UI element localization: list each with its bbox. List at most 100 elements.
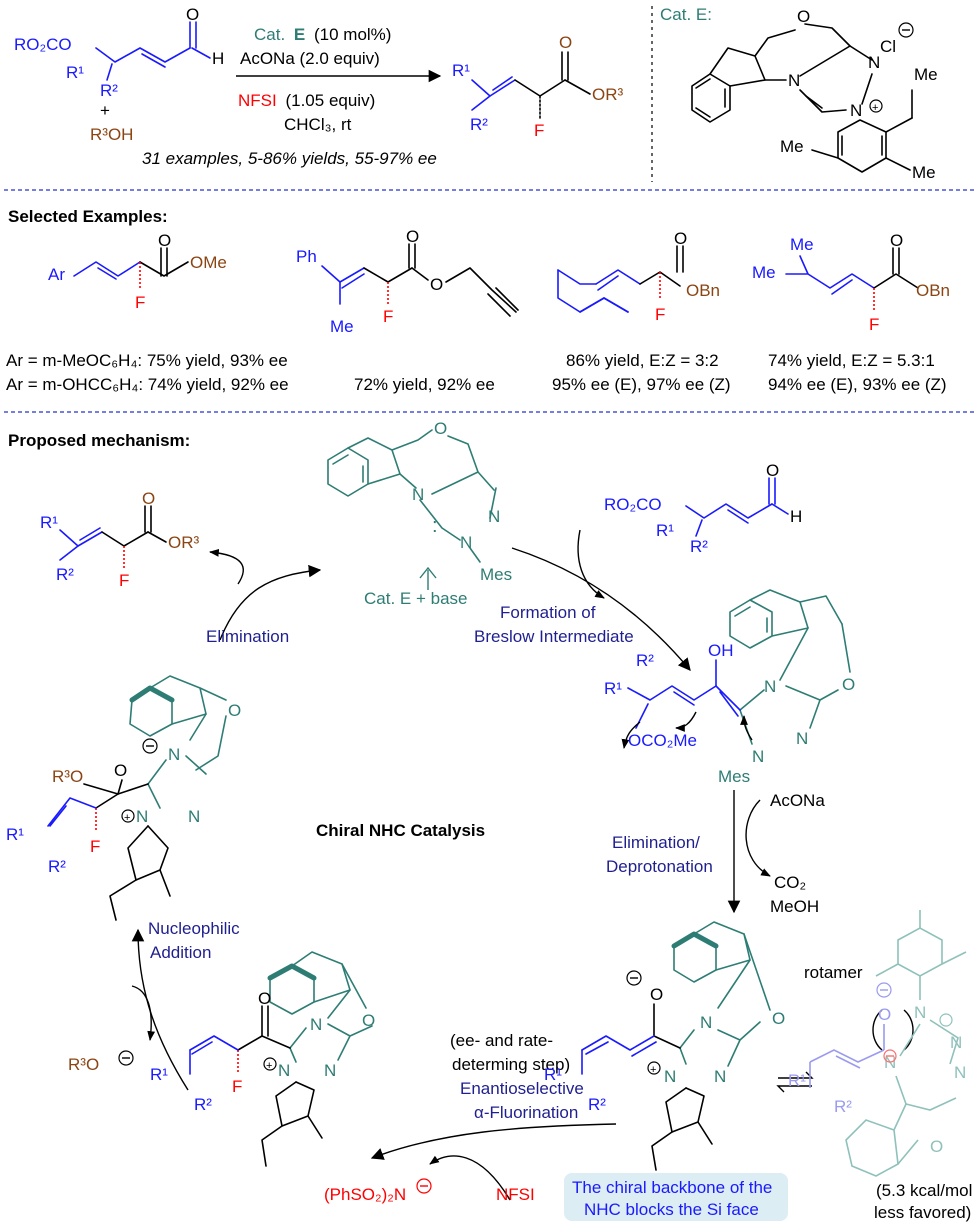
- cat-base-label: Cat. E + base: [364, 589, 467, 608]
- rot-r2: R²: [834, 1097, 852, 1116]
- ti-o-alkoxide: O: [114, 761, 127, 780]
- ti-n1: N: [168, 745, 180, 764]
- rot-r1: R¹: [788, 1071, 806, 1090]
- center-label: Chiral NHC Catalysis: [316, 821, 485, 840]
- ex1-line2: Ar = m-OHCC₆H₄: 74% yield, 92% ee: [6, 375, 289, 394]
- aa-n1: N: [310, 1015, 322, 1034]
- cat-n1: N: [788, 71, 800, 90]
- rot-o-ring: O: [930, 1137, 943, 1156]
- svg-text:+: +: [872, 102, 878, 114]
- top-product: R¹ R² F O OR³: [452, 33, 624, 140]
- prod-or3: OR³: [592, 85, 624, 104]
- prod-r2: R²: [470, 115, 488, 134]
- breslow-label-1: Formation of: [500, 603, 596, 622]
- starting-material: RO₂CO R¹ R² O H + R³OH: [14, 5, 224, 144]
- sm-h-label: H: [212, 49, 224, 68]
- example-4: Me Me F O OBn 74% yield, E:Z = 5.3:1 94%…: [752, 231, 950, 394]
- acona-label: AcONa: [770, 791, 825, 810]
- sm-o-label: O: [186, 5, 199, 24]
- rot-n3: N: [954, 1063, 966, 1082]
- example-3: F O OBn 86% yield, E:Z = 3:2 95% ee (E),…: [552, 229, 731, 394]
- free-carbene: O N N N : Mes Cat. E + base: [327, 419, 512, 608]
- ex4-me1: Me: [790, 235, 814, 254]
- bi-r2: R²: [636, 651, 654, 670]
- aa-f: F: [232, 1077, 242, 1096]
- ma-roco: RO₂CO: [604, 495, 662, 514]
- ex3-obn: OBn: [686, 281, 720, 300]
- dn-o: O: [650, 985, 663, 1004]
- carbene-o: O: [434, 419, 447, 438]
- mp-r2: R²: [56, 565, 74, 584]
- ma-o: O: [766, 461, 779, 480]
- dn-n2: N: [714, 1067, 726, 1086]
- ex3-o: O: [674, 229, 687, 248]
- cond-cat-b: E: [294, 25, 305, 44]
- nucleophilic-1: Nucleophilic: [148, 919, 240, 938]
- bi-oh: OH: [708, 641, 734, 660]
- breslow-intermediate: O N N N Mes R¹ R² OCO₂Me OH: [604, 589, 855, 786]
- aa-r2: R²: [194, 1095, 212, 1114]
- svg-text:+: +: [266, 1060, 272, 1072]
- rotamer-label: rotamer: [804, 963, 863, 982]
- rot-n1: N: [914, 1003, 926, 1022]
- bi-n2: N: [796, 729, 808, 748]
- cond-catalyst: Cat. E (10 mol%): [254, 25, 391, 44]
- dienolate: O N N N + O R¹ R² dienolate: [544, 921, 785, 1198]
- mp-f: F: [119, 571, 129, 590]
- catalyst-e: Cat. E: O N N N + Cl Me Me Me: [660, 5, 938, 182]
- step-label-4: α-Fluorination: [474, 1103, 578, 1122]
- prod-r1: R¹: [452, 61, 470, 80]
- carbene-n1: N: [412, 485, 424, 504]
- cond-cat-c: (10 mol%): [314, 25, 391, 44]
- bi-oco2me: OCO₂Me: [628, 731, 697, 750]
- aa-r1: R¹: [150, 1065, 168, 1084]
- elim-deprot-1: Elimination/: [612, 833, 700, 852]
- mp-or3: OR³: [168, 533, 200, 552]
- svg-text:+: +: [650, 1064, 656, 1076]
- prod-f: F: [534, 121, 544, 140]
- dn-o-ring: O: [772, 1009, 785, 1028]
- bi-r1: R¹: [604, 679, 622, 698]
- ex1-line1: Ar = m-MeOC₆H₄: 75% yield, 93% ee: [6, 351, 288, 370]
- dn-r1: R¹: [544, 1065, 562, 1084]
- carbene-mes: Mes: [480, 565, 512, 584]
- aa-n3: N: [278, 1061, 290, 1080]
- step-label-1: (ee- and rate-: [450, 1031, 553, 1050]
- mechanism-heading: Proposed mechanism:: [8, 431, 190, 450]
- cat-cl: Cl: [880, 37, 896, 56]
- ti-f: F: [90, 837, 100, 856]
- sm-r2-label: R²: [100, 81, 118, 100]
- ex4-line2: 94% ee (E), 93% ee (Z): [768, 375, 947, 394]
- rot-o: O: [878, 1005, 891, 1024]
- elimination-label: Elimination: [206, 627, 289, 646]
- highlight-box: [564, 1173, 788, 1221]
- ex2-o1: O: [406, 227, 419, 246]
- co2-label: CO₂: [774, 873, 806, 892]
- mp-r1: R¹: [40, 513, 58, 532]
- ex1-f: F: [135, 293, 145, 312]
- bi-n1: N: [764, 677, 776, 696]
- ex4-o: O: [890, 231, 903, 250]
- cat-o: O: [797, 7, 810, 26]
- cond-cat-a: Cat.: [254, 25, 285, 44]
- cond-nfsi-b: (1.05 equiv): [285, 91, 375, 110]
- ma-r2: R²: [690, 537, 708, 556]
- ex2-line1: 72% yield, 92% ee: [354, 375, 495, 394]
- ti-r1: R¹: [6, 825, 24, 844]
- ex2-f: F: [383, 307, 393, 326]
- mech-product: R¹ R² F O OR³: [40, 489, 200, 590]
- kcal-line-1: (5.3 kcal/mol: [876, 1181, 972, 1200]
- cond-nfsi: NFSI (1.05 equiv): [238, 91, 375, 110]
- cat-me1: Me: [914, 65, 938, 84]
- r3oh-label: R³OH: [90, 125, 133, 144]
- cond-nfsi-a: NFSI: [238, 91, 277, 110]
- ma-r1: R¹: [656, 521, 674, 540]
- bi-n3: N: [752, 747, 764, 766]
- carbene-n2: N: [488, 507, 500, 526]
- kcal-line-2: less favored): [874, 1203, 971, 1222]
- prod-o: O: [559, 33, 572, 52]
- ex1-ome: OMe: [190, 253, 227, 272]
- breslow-label-2: Breslow Intermediate: [474, 627, 634, 646]
- nfsi-label: NFSI: [496, 1185, 535, 1204]
- mp-o: O: [142, 489, 155, 508]
